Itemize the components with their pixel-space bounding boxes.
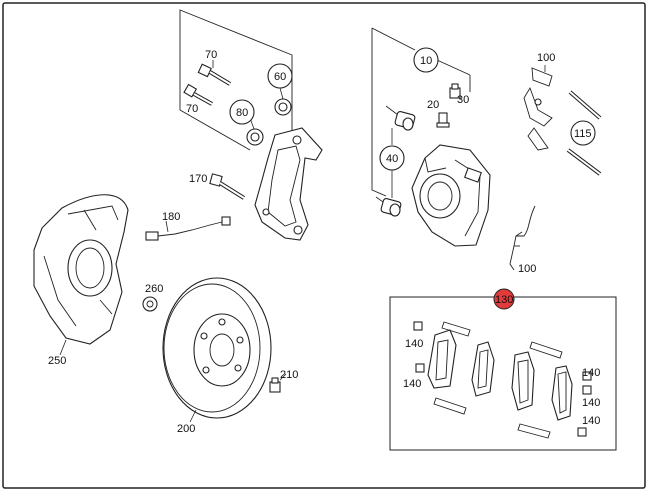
screw-260[interactable]	[142, 296, 158, 312]
bleed-screw-30[interactable]	[449, 83, 461, 99]
label-140-e: 140	[582, 415, 600, 427]
outer-frame	[2, 2, 646, 489]
guide-pin-40-lower[interactable]	[375, 196, 402, 217]
label-140-d: 140	[582, 397, 600, 409]
screw-140-d[interactable]	[582, 385, 592, 395]
callout-circle-10	[413, 47, 439, 73]
guide-pin-115-lower[interactable]	[566, 148, 602, 176]
label-10: 10	[420, 55, 432, 67]
splash-shield-250[interactable]	[33, 194, 129, 345]
wear-sensor-cable-180[interactable]	[145, 216, 231, 241]
caliper-carrier-group: 70 60 70 80	[179, 9, 323, 241]
bushing-80[interactable]	[246, 128, 264, 146]
pad-wear-sensor-100[interactable]	[509, 205, 536, 271]
label-100-lower: 100	[518, 263, 536, 275]
brake-pad-outer-left[interactable]	[471, 341, 495, 397]
group-frame-line-caliper	[371, 28, 387, 197]
bolt-70-upper[interactable]	[197, 63, 232, 86]
group-frame-line	[179, 9, 293, 135]
callout-circle-80	[229, 99, 255, 125]
label-30: 30	[457, 94, 469, 106]
screw-140-e[interactable]	[577, 427, 587, 437]
callout-circle-60	[267, 63, 293, 89]
bolt-70-lower[interactable]	[183, 83, 213, 106]
label-100-upper: 100	[537, 52, 555, 64]
label-180: 180	[162, 211, 180, 223]
retaining-spring-group: 100 115	[523, 52, 602, 176]
bushing-60[interactable]	[274, 98, 292, 116]
brake-caliper-housing[interactable]	[411, 144, 491, 247]
retaining-spring-100[interactable]	[523, 67, 553, 151]
screw-140-b[interactable]	[415, 363, 425, 373]
label-140-c: 140	[582, 367, 600, 379]
cap-20[interactable]	[436, 112, 450, 128]
bolt-170[interactable]	[209, 173, 246, 200]
label-20: 20	[427, 99, 439, 111]
guide-pin-40-upper[interactable]	[385, 105, 416, 131]
pad-clip-top-right	[529, 341, 563, 359]
label-70-lower: 70	[186, 103, 198, 115]
screw-140-c[interactable]	[582, 371, 592, 381]
label-260: 260	[145, 283, 163, 295]
label-170: 170	[189, 173, 207, 185]
label-140-b: 140	[403, 378, 421, 390]
callout-circle-40	[379, 145, 405, 171]
brake-pad-inner-right[interactable]	[511, 351, 535, 411]
brake-disc-200[interactable]	[162, 277, 272, 419]
brake-pad-inner-left[interactable]	[427, 329, 457, 389]
screw-140-a[interactable]	[413, 321, 423, 331]
label-70-upper: 70	[205, 49, 217, 61]
label-140-a: 140	[405, 338, 423, 350]
label-80: 80	[236, 107, 248, 119]
callout-circle-130	[493, 288, 515, 310]
pad-clip-bottom-left	[433, 397, 467, 415]
brake-pad-outer-right[interactable]	[551, 365, 573, 421]
label-115: 115	[574, 128, 592, 140]
label-130: 130	[495, 294, 513, 306]
label-210: 210	[280, 369, 298, 381]
caliper-carrier-bracket[interactable]	[254, 127, 323, 241]
guide-pin-115-upper[interactable]	[568, 90, 602, 120]
brake-pad-kit-group: 130	[389, 288, 617, 451]
pad-clip-top-left	[441, 321, 471, 337]
pad-clip-bottom-right	[517, 423, 551, 439]
label-200: 200	[177, 423, 195, 435]
label-250: 250	[48, 355, 66, 367]
callout-circle-115	[570, 120, 596, 146]
label-60: 60	[274, 71, 286, 83]
label-40: 40	[386, 153, 398, 165]
caliper-group: 10 30 20 40	[371, 27, 491, 247]
screw-210[interactable]	[269, 377, 281, 393]
